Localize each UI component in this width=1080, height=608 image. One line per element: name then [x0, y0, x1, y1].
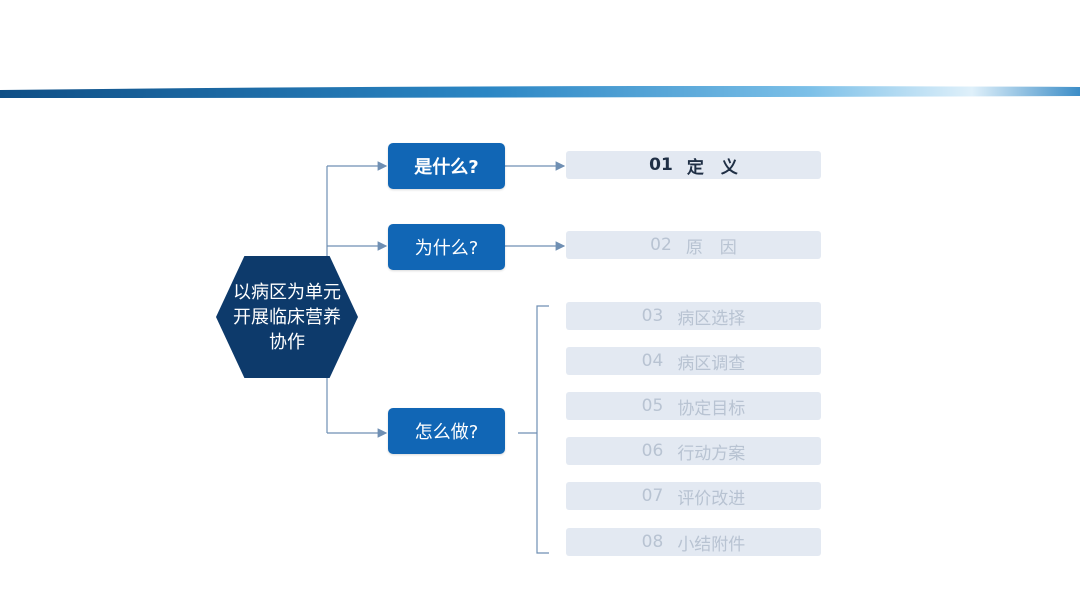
topic-item-06[interactable]: 06 行动方案: [566, 437, 821, 465]
topic-label: 病区调查: [677, 353, 746, 374]
topic-label: 行动方案: [677, 443, 746, 464]
topic-item-08[interactable]: 08 小结附件: [566, 528, 821, 556]
topic-label: 协定目标: [677, 398, 746, 419]
topic-item-04[interactable]: 04 病区调查: [566, 347, 821, 375]
question-what-label: 是什么?: [414, 157, 479, 178]
topic-label: 小结附件: [677, 534, 746, 555]
topic-label: 评价改进: [677, 488, 746, 509]
topic-number: 08: [641, 532, 664, 552]
bracket-line: [536, 305, 549, 554]
center-node-label: 以病区为单元 开展临床营养 协作: [233, 281, 341, 353]
topic-label: 原 因: [685, 237, 737, 258]
topic-number: 03: [641, 306, 664, 326]
header-gradient-band: [0, 86, 1080, 98]
question-what-button[interactable]: 是什么?: [388, 143, 505, 189]
topic-label: 病区选择: [677, 308, 746, 329]
topic-number: 01: [649, 155, 673, 175]
topic-number: 02: [650, 235, 672, 255]
topic-number: 07: [641, 486, 664, 506]
question-why-label: 为什么?: [414, 238, 479, 259]
question-why-button[interactable]: 为什么?: [388, 224, 505, 270]
topic-item-05[interactable]: 05 协定目标: [566, 392, 821, 420]
topic-number: 05: [641, 396, 664, 416]
topic-item-01[interactable]: 01 定 义: [566, 151, 821, 179]
topic-number: 06: [641, 441, 664, 461]
topic-label: 定 义: [686, 157, 738, 178]
topic-number: 04: [641, 351, 664, 371]
center-hexagon-node: 以病区为单元 开展临床营养 协作: [216, 256, 358, 378]
question-how-label: 怎么做?: [414, 422, 479, 443]
topic-item-07[interactable]: 07 评价改进: [566, 482, 821, 510]
question-how-button[interactable]: 怎么做?: [388, 408, 505, 454]
topic-item-02[interactable]: 02 原 因: [566, 231, 821, 259]
topic-item-03[interactable]: 03 病区选择: [566, 302, 821, 330]
